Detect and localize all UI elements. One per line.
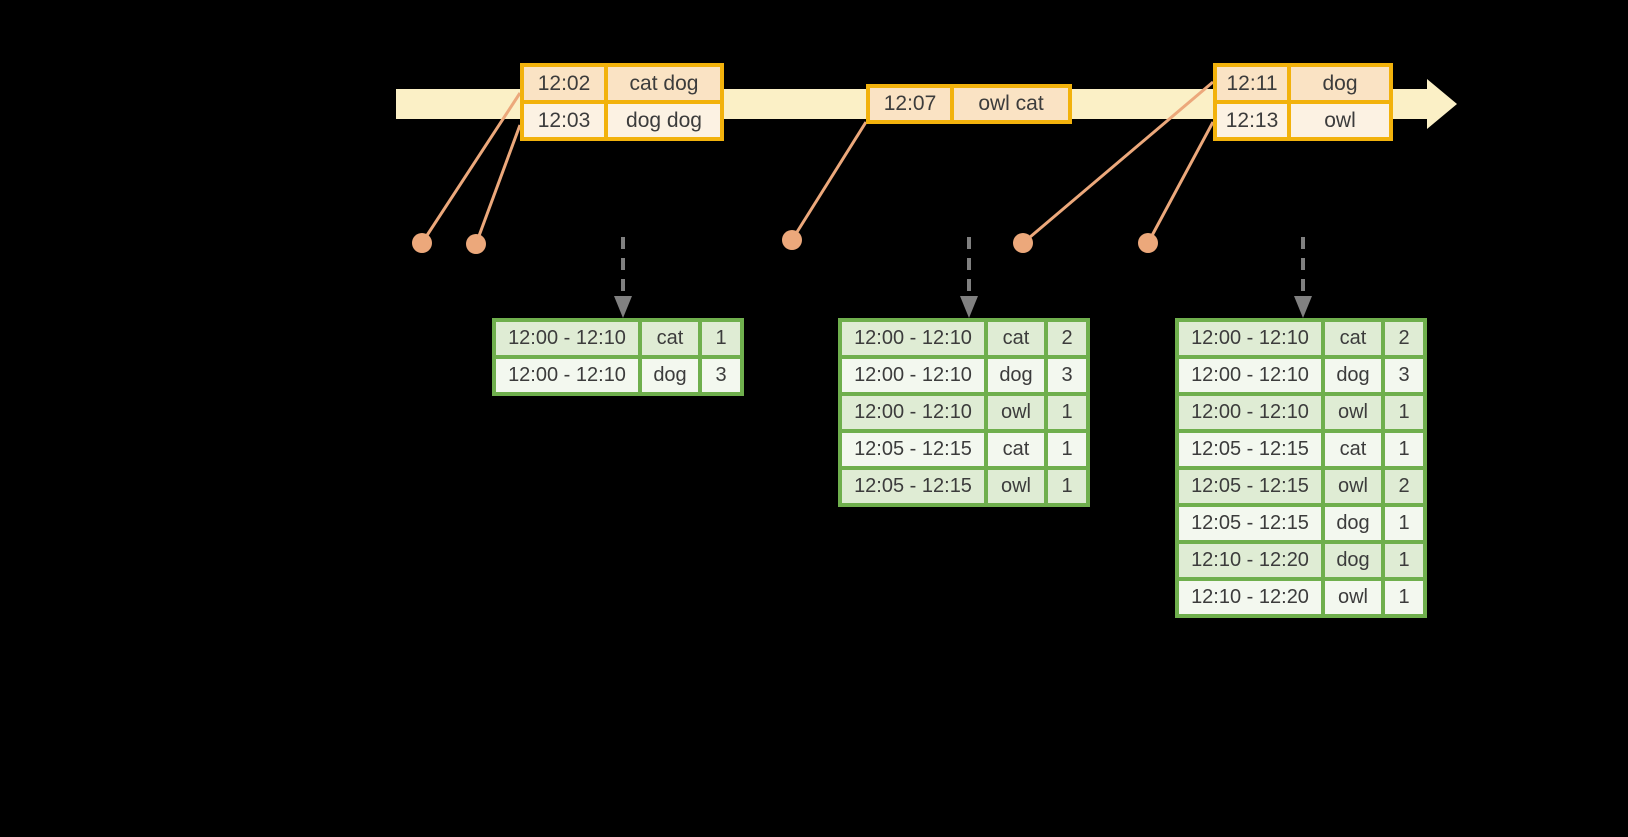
window-cell: 12:00 - 12:10 xyxy=(496,322,638,355)
window-cell: 12:00 - 12:10 xyxy=(842,322,984,355)
word-cell: cat xyxy=(642,322,698,355)
timeline-arrowhead-icon xyxy=(1427,79,1457,129)
word-cell: dog xyxy=(988,359,1044,392)
event-marker-dot xyxy=(412,233,432,253)
event-marker-dot xyxy=(1013,233,1033,253)
word-cell: owl xyxy=(1325,581,1381,614)
result-table-2: 12:00 - 12:10 cat 2 12:00 - 12:10 dog 3 … xyxy=(838,318,1090,507)
count-cell: 3 xyxy=(1048,359,1086,392)
word-cell: dog xyxy=(1325,359,1381,392)
table-row: 12:00 - 12:10 dog 3 xyxy=(842,359,1086,392)
window-cell: 12:00 - 12:10 xyxy=(496,359,638,392)
count-cell: 3 xyxy=(1385,359,1423,392)
table-row: 12:03 dog dog xyxy=(524,104,720,137)
count-cell: 2 xyxy=(1048,322,1086,355)
time-cell: 12:03 xyxy=(524,104,604,137)
result-table-3: 12:00 - 12:10 cat 2 12:00 - 12:10 dog 3 … xyxy=(1175,318,1427,618)
table-row: 12:05 - 12:15 owl 2 xyxy=(1179,470,1423,503)
table-row: 12:00 - 12:10 cat 1 xyxy=(496,322,740,355)
words-cell: owl xyxy=(1291,104,1389,137)
window-cell: 12:10 - 12:20 xyxy=(1179,581,1321,614)
count-cell: 1 xyxy=(1385,507,1423,540)
count-cell: 1 xyxy=(1048,433,1086,466)
window-cell: 12:05 - 12:15 xyxy=(842,433,984,466)
count-cell: 1 xyxy=(1385,544,1423,577)
count-cell: 1 xyxy=(1385,433,1423,466)
event-connector-line xyxy=(1146,121,1215,244)
table-row: 12:05 - 12:15 cat 1 xyxy=(1179,433,1423,466)
time-cell: 12:11 xyxy=(1217,67,1287,100)
words-cell: dog dog xyxy=(608,104,720,137)
word-cell: cat xyxy=(1325,322,1381,355)
window-cell: 12:05 - 12:15 xyxy=(1179,433,1321,466)
words-cell: cat dog xyxy=(608,67,720,100)
table-row: 12:10 - 12:20 dog 1 xyxy=(1179,544,1423,577)
window-cell: 12:00 - 12:10 xyxy=(1179,359,1321,392)
table-row: 12:07 owl cat xyxy=(870,88,1068,120)
word-cell: dog xyxy=(1325,507,1381,540)
trigger-arrowhead-icon xyxy=(960,296,978,318)
table-row: 12:13 owl xyxy=(1217,104,1389,137)
event-connector-line xyxy=(790,121,868,241)
event-connector-line xyxy=(1022,80,1214,245)
time-cell: 12:02 xyxy=(524,67,604,100)
table-row: 12:11 dog xyxy=(1217,67,1389,100)
word-cell: cat xyxy=(988,433,1044,466)
window-cell: 12:10 - 12:20 xyxy=(1179,544,1321,577)
word-cell: owl xyxy=(988,396,1044,429)
word-cell: owl xyxy=(1325,396,1381,429)
trigger-arrowhead-icon xyxy=(614,296,632,318)
window-cell: 12:05 - 12:15 xyxy=(842,470,984,503)
table-row: 12:05 - 12:15 dog 1 xyxy=(1179,507,1423,540)
word-cell: dog xyxy=(642,359,698,392)
event-marker-dot xyxy=(466,234,486,254)
words-cell: dog xyxy=(1291,67,1389,100)
table-row: 12:00 - 12:10 dog 3 xyxy=(1179,359,1423,392)
time-cell: 12:13 xyxy=(1217,104,1287,137)
table-row: 12:05 - 12:15 owl 1 xyxy=(842,470,1086,503)
count-cell: 3 xyxy=(702,359,740,392)
count-cell: 1 xyxy=(1048,396,1086,429)
event-connector-line xyxy=(474,124,522,245)
count-cell: 1 xyxy=(702,322,740,355)
word-cell: cat xyxy=(988,322,1044,355)
result-table-1: 12:00 - 12:10 cat 1 12:00 - 12:10 dog 3 xyxy=(492,318,744,396)
event-table-1: 12:02 cat dog 12:03 dog dog xyxy=(520,63,724,141)
window-cell: 12:05 - 12:15 xyxy=(1179,470,1321,503)
trigger-arrow xyxy=(960,237,978,318)
trigger-arrow xyxy=(614,237,632,318)
table-row: 12:00 - 12:10 owl 1 xyxy=(842,396,1086,429)
window-cell: 12:00 - 12:10 xyxy=(1179,322,1321,355)
event-marker-dot xyxy=(1138,233,1158,253)
window-cell: 12:00 - 12:10 xyxy=(1179,396,1321,429)
count-cell: 1 xyxy=(1048,470,1086,503)
word-cell: owl xyxy=(988,470,1044,503)
word-cell: dog xyxy=(1325,544,1381,577)
window-cell: 12:05 - 12:15 xyxy=(1179,507,1321,540)
window-cell: 12:00 - 12:10 xyxy=(842,359,984,392)
table-row: 12:00 - 12:10 owl 1 xyxy=(1179,396,1423,429)
table-row: 12:00 - 12:10 cat 2 xyxy=(1179,322,1423,355)
table-row: 12:10 - 12:20 owl 1 xyxy=(1179,581,1423,614)
table-row: 12:05 - 12:15 cat 1 xyxy=(842,433,1086,466)
count-cell: 1 xyxy=(1385,581,1423,614)
trigger-arrowhead-icon xyxy=(1294,296,1312,318)
time-cell: 12:07 xyxy=(870,88,950,120)
event-marker-dot xyxy=(782,230,802,250)
window-cell: 12:00 - 12:10 xyxy=(842,396,984,429)
count-cell: 2 xyxy=(1385,322,1423,355)
trigger-arrow xyxy=(1294,237,1312,318)
table-row: 12:00 - 12:10 dog 3 xyxy=(496,359,740,392)
event-table-2: 12:07 owl cat xyxy=(866,84,1072,124)
count-cell: 2 xyxy=(1385,470,1423,503)
word-cell: owl xyxy=(1325,470,1381,503)
event-table-3: 12:11 dog 12:13 owl xyxy=(1213,63,1393,141)
table-row: 12:00 - 12:10 cat 2 xyxy=(842,322,1086,355)
table-row: 12:02 cat dog xyxy=(524,67,720,100)
words-cell: owl cat xyxy=(954,88,1068,120)
event-connector-line xyxy=(420,92,522,244)
count-cell: 1 xyxy=(1385,396,1423,429)
word-cell: cat xyxy=(1325,433,1381,466)
